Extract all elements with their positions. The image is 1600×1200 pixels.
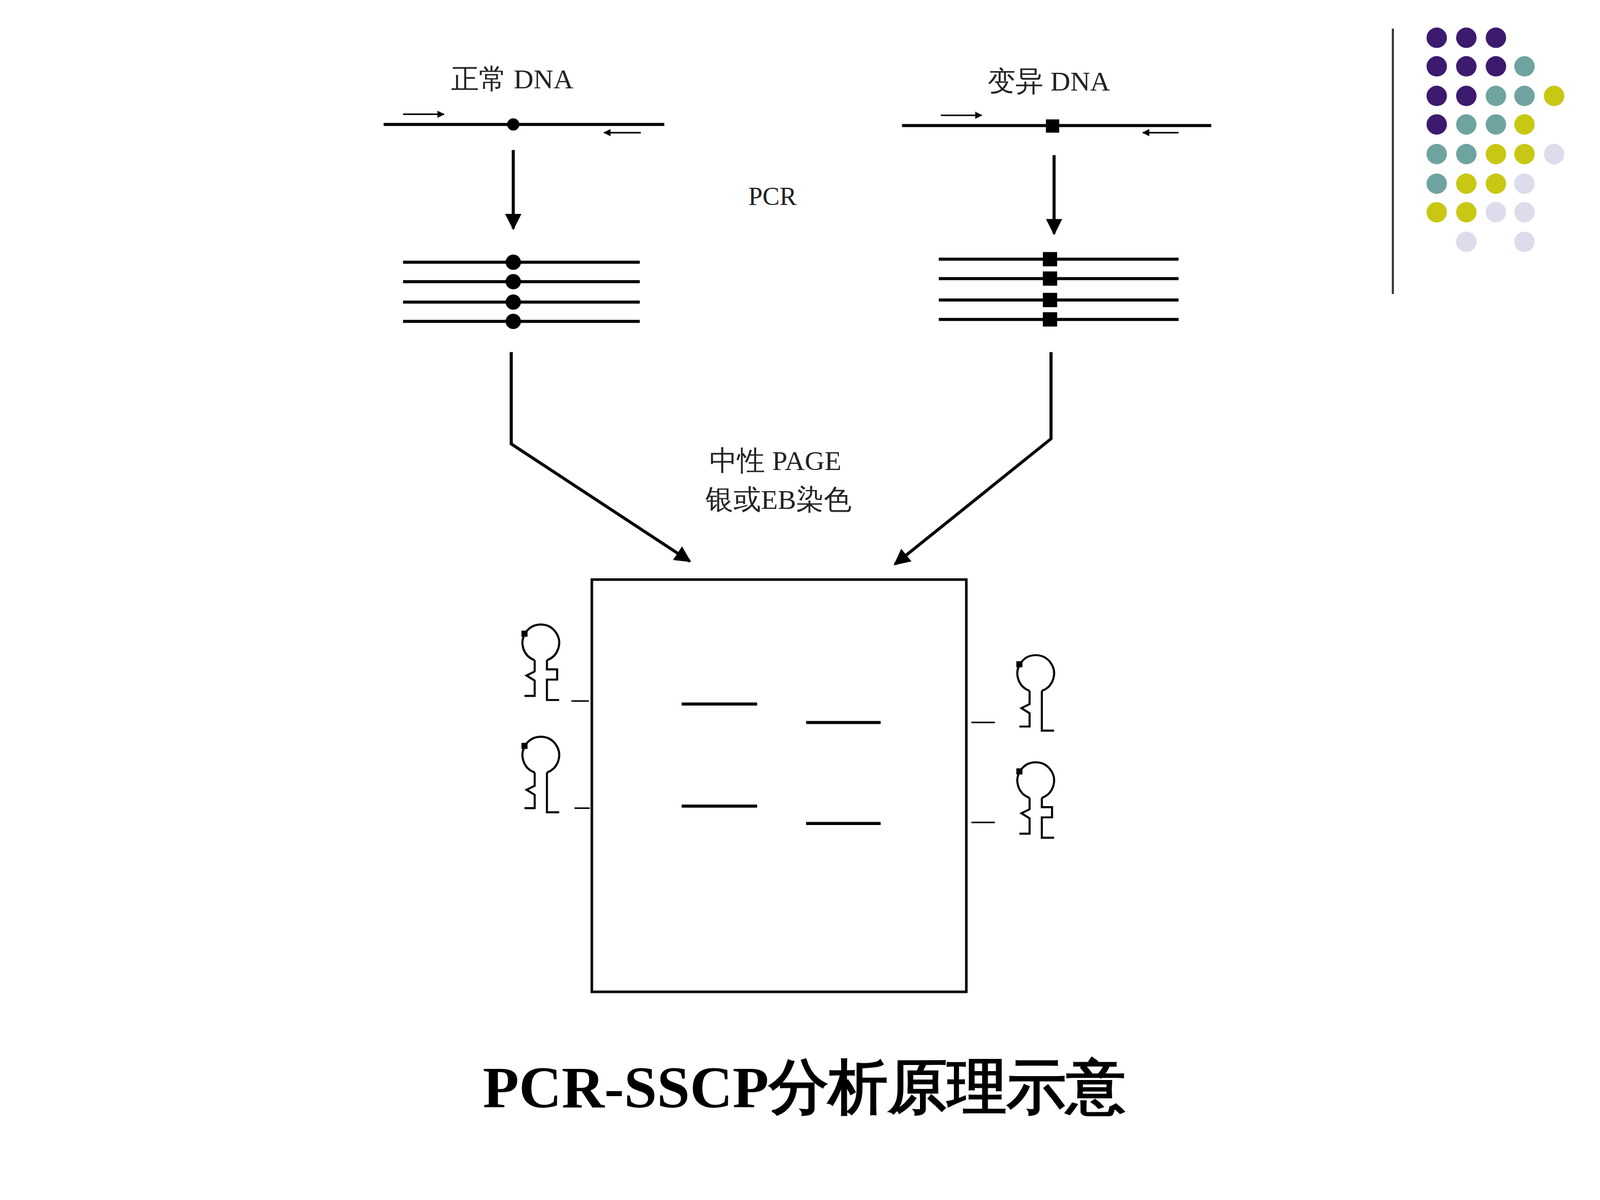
- diagram-label: PCR: [748, 182, 797, 212]
- dot-group: [1426, 27, 1507, 135]
- variant-products: [938, 252, 1179, 327]
- variant-dna: [902, 115, 1212, 133]
- diagram-label: 变异 DNA: [987, 66, 1110, 98]
- gel: [571, 579, 995, 992]
- divider-line: [1391, 28, 1394, 294]
- normal-products: [403, 256, 640, 328]
- gel-arrows: [511, 352, 1052, 565]
- diagram-label: 银或EB染色: [705, 485, 852, 516]
- conformation-icon: [1016, 655, 1054, 731]
- diagram-label: 正常 DNA: [451, 64, 574, 95]
- conformation-icon: [1016, 762, 1054, 838]
- decor-dots: [1392, 27, 1565, 294]
- dot-group: [1426, 85, 1565, 223]
- diagram-label: 中性 PAGE: [709, 446, 842, 477]
- conformation-icon: [521, 624, 560, 700]
- figure-caption: PCR-SSCP分析原理示意: [482, 1055, 1126, 1120]
- normal-dna: [383, 114, 665, 133]
- dot-group: [1456, 143, 1565, 253]
- pcr-arrows: [513, 150, 1054, 234]
- conformation-icon: [521, 736, 560, 813]
- dot-group: [1426, 56, 1535, 194]
